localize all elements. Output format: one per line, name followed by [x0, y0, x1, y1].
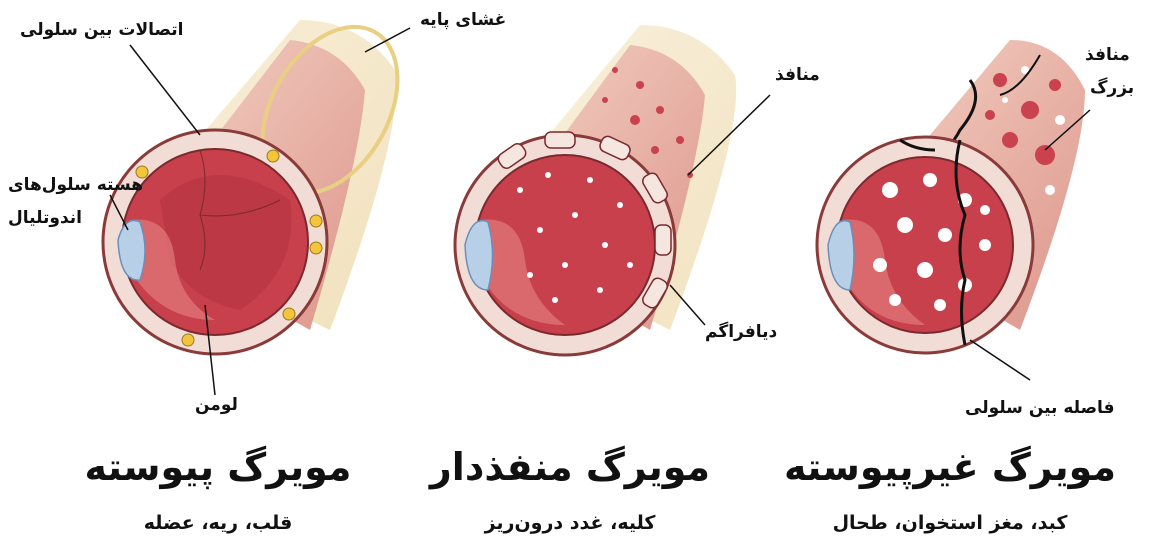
label-large-pores-line2: بزرگ	[1090, 78, 1134, 98]
yellow-dot	[182, 334, 194, 346]
label-nucleus-line1: هسته سلول‌های	[8, 175, 143, 195]
title-discontinuous: مویرگ غیرپیوسته	[784, 445, 1116, 489]
label-intercellular-gap: فاصله بین سلولی	[965, 398, 1115, 418]
label-nucleus-line2: اندوتلیال	[8, 208, 82, 228]
leader-line	[130, 45, 200, 135]
label-junctions: اتصالات بین سلولی	[20, 20, 183, 40]
label-diaphragm: دیافراگم	[705, 322, 777, 342]
title-fenestrated: مویرگ منفذدار	[430, 445, 710, 489]
yellow-dot	[267, 150, 279, 162]
label-pores: منافذ	[775, 65, 820, 85]
fenestrated-capillary	[455, 25, 770, 355]
discontinuous-capillary	[817, 40, 1090, 380]
title-continuous: مویرگ پیوسته	[85, 445, 352, 489]
yellow-dot	[283, 308, 295, 320]
label-large-pores-line1: منافذ	[1085, 45, 1130, 65]
subtitle-discontinuous: کبد، مغز استخوان، طحال	[833, 512, 1068, 534]
yellow-dot	[310, 215, 322, 227]
label-lumen: لومن	[195, 395, 238, 415]
yellow-dot	[310, 242, 322, 254]
subtitle-fenestrated: کلیه، غدد درون‌ریز	[485, 512, 656, 534]
leader-line	[970, 340, 1030, 380]
continuous-capillary	[103, 3, 425, 395]
subtitle-continuous: قلب، ریه، عضله	[144, 512, 293, 534]
label-basement-membrane: غشای پایه	[420, 10, 506, 30]
